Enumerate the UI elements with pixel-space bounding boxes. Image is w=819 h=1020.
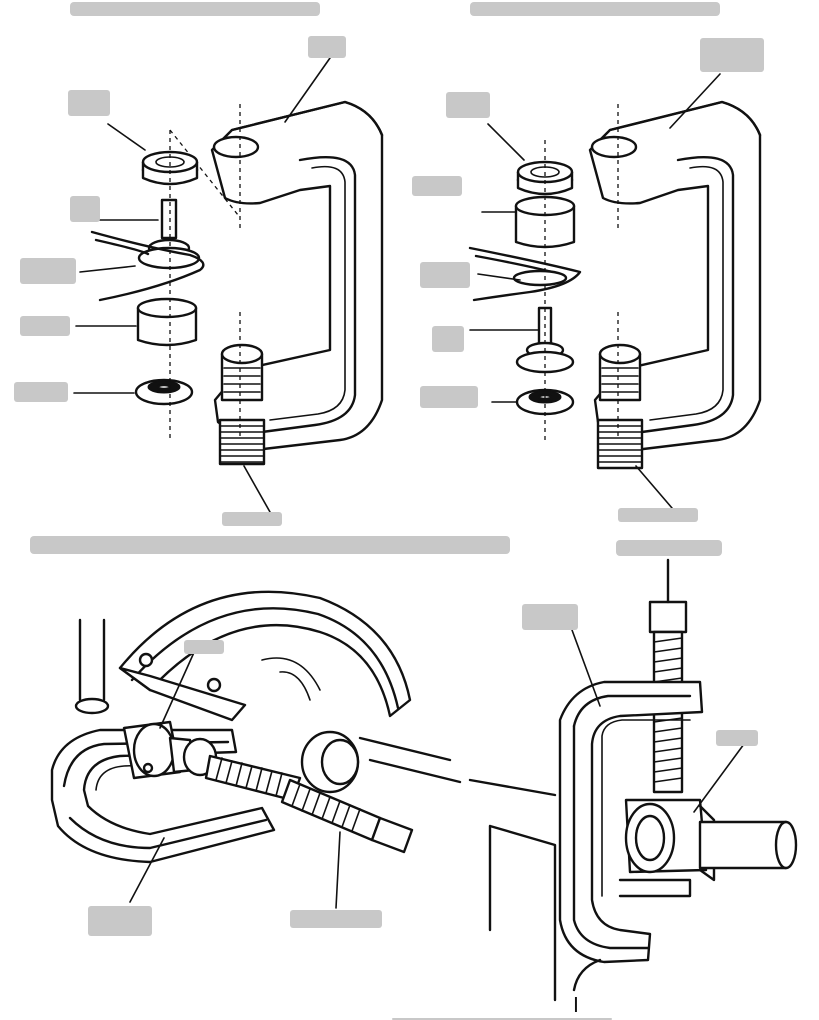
faded-caption-2 (616, 540, 722, 556)
c-frame-1 (169, 100, 384, 466)
strut-tube (78, 618, 106, 702)
control-arm-2 (468, 246, 582, 302)
c-frame-3 (50, 728, 276, 864)
figure-1-exploded-press (14, 2, 510, 554)
receiver-tube-1 (136, 297, 198, 347)
screw-4-hex (648, 600, 688, 634)
leader-1a (107, 123, 146, 151)
faded-header-1 (70, 2, 320, 16)
leader-1c (79, 265, 136, 273)
figure-4-vertical-press (468, 558, 798, 1002)
figure-3-installed-on-hub (50, 590, 462, 936)
c-frame-2 (588, 100, 762, 470)
leader-1g (243, 465, 271, 513)
housing-bolt-hole-2 (206, 677, 222, 693)
knuckle-block (468, 778, 557, 1002)
screw-4 (648, 558, 688, 794)
figure-2-exploded-press (412, 2, 764, 556)
faded-caption-1 (30, 536, 510, 554)
hub-housing (118, 590, 412, 722)
adapter-4 (624, 798, 716, 882)
frame-1-top-hole (212, 135, 260, 159)
ball-joint-1 (90, 198, 205, 302)
screw-3-hex (370, 816, 414, 854)
housing-bolt-hole-1 (138, 652, 154, 668)
frame-2-top-hole (590, 135, 638, 159)
ball-joint-2 (515, 306, 575, 374)
screw-2 (596, 418, 644, 470)
adapter-ring-2 (515, 388, 575, 416)
adapter-ring-1 (134, 378, 194, 406)
screw-3 (204, 730, 414, 854)
leader-1f (284, 57, 331, 123)
faded-header-2 (470, 2, 720, 16)
screw-1 (218, 418, 266, 466)
figure-caption: I (573, 993, 579, 1017)
receiver-tube-4 (698, 820, 798, 870)
c-frame-4 (558, 680, 704, 964)
